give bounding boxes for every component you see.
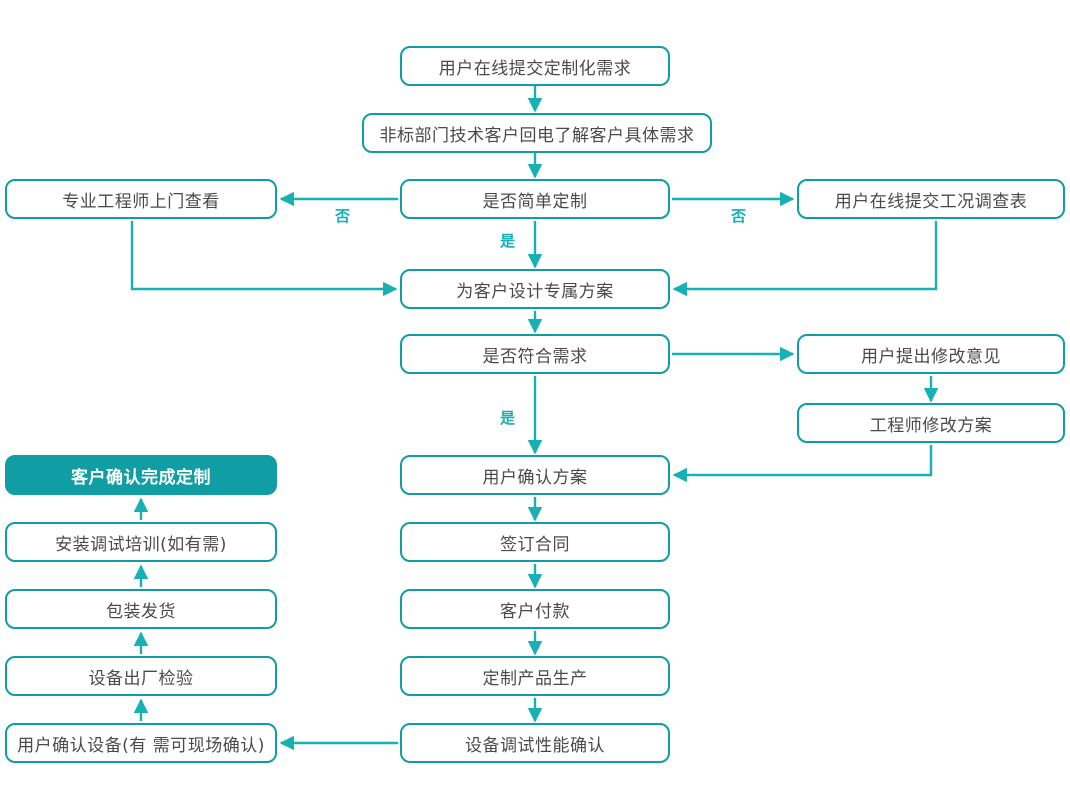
connector-n4-n6 xyxy=(130,221,398,297)
flow-node-n4[interactable]: 专业工程师上门查看 xyxy=(5,179,277,219)
connector-n5-n6 xyxy=(672,221,938,297)
edge-label-l1: 否 xyxy=(335,207,351,225)
flow-node-n9[interactable]: 工程师修改方案 xyxy=(797,403,1065,443)
flow-node-n18[interactable]: 安装调试培训(如有需) xyxy=(5,522,277,562)
flow-node-n19[interactable]: 客户确认完成定制 xyxy=(5,455,277,495)
flow-node-n12[interactable]: 客户付款 xyxy=(400,589,670,629)
edge-label-l3: 是 xyxy=(500,232,516,250)
flow-node-n2[interactable]: 非标部门技术客户回电了解客户具体需求 xyxy=(362,113,712,153)
flow-node-n6[interactable]: 为客户设计专属方案 xyxy=(400,269,670,309)
flow-node-n7[interactable]: 是否符合需求 xyxy=(400,334,670,374)
flow-node-n11[interactable]: 签订合同 xyxy=(400,522,670,562)
flow-node-n15[interactable]: 用户确认设备(有 需可现场确认) xyxy=(5,723,277,763)
flow-node-n8[interactable]: 用户提出修改意见 xyxy=(797,334,1065,374)
edge-label-l4: 是 xyxy=(500,409,516,427)
flow-node-n14[interactable]: 设备调试性能确认 xyxy=(400,723,670,763)
flow-node-n17[interactable]: 包装发货 xyxy=(5,589,277,629)
connector-n9-n10 xyxy=(672,445,933,483)
edge-label-l2: 否 xyxy=(731,207,747,225)
flow-node-n1[interactable]: 用户在线提交定制化需求 xyxy=(400,46,670,86)
flow-node-n5[interactable]: 用户在线提交工况调查表 xyxy=(797,179,1065,219)
flow-node-n13[interactable]: 定制产品生产 xyxy=(400,656,670,696)
flow-node-n16[interactable]: 设备出厂检验 xyxy=(5,656,277,696)
flow-node-n10[interactable]: 用户确认方案 xyxy=(400,455,670,495)
flow-node-n3[interactable]: 是否简单定制 xyxy=(400,179,670,219)
